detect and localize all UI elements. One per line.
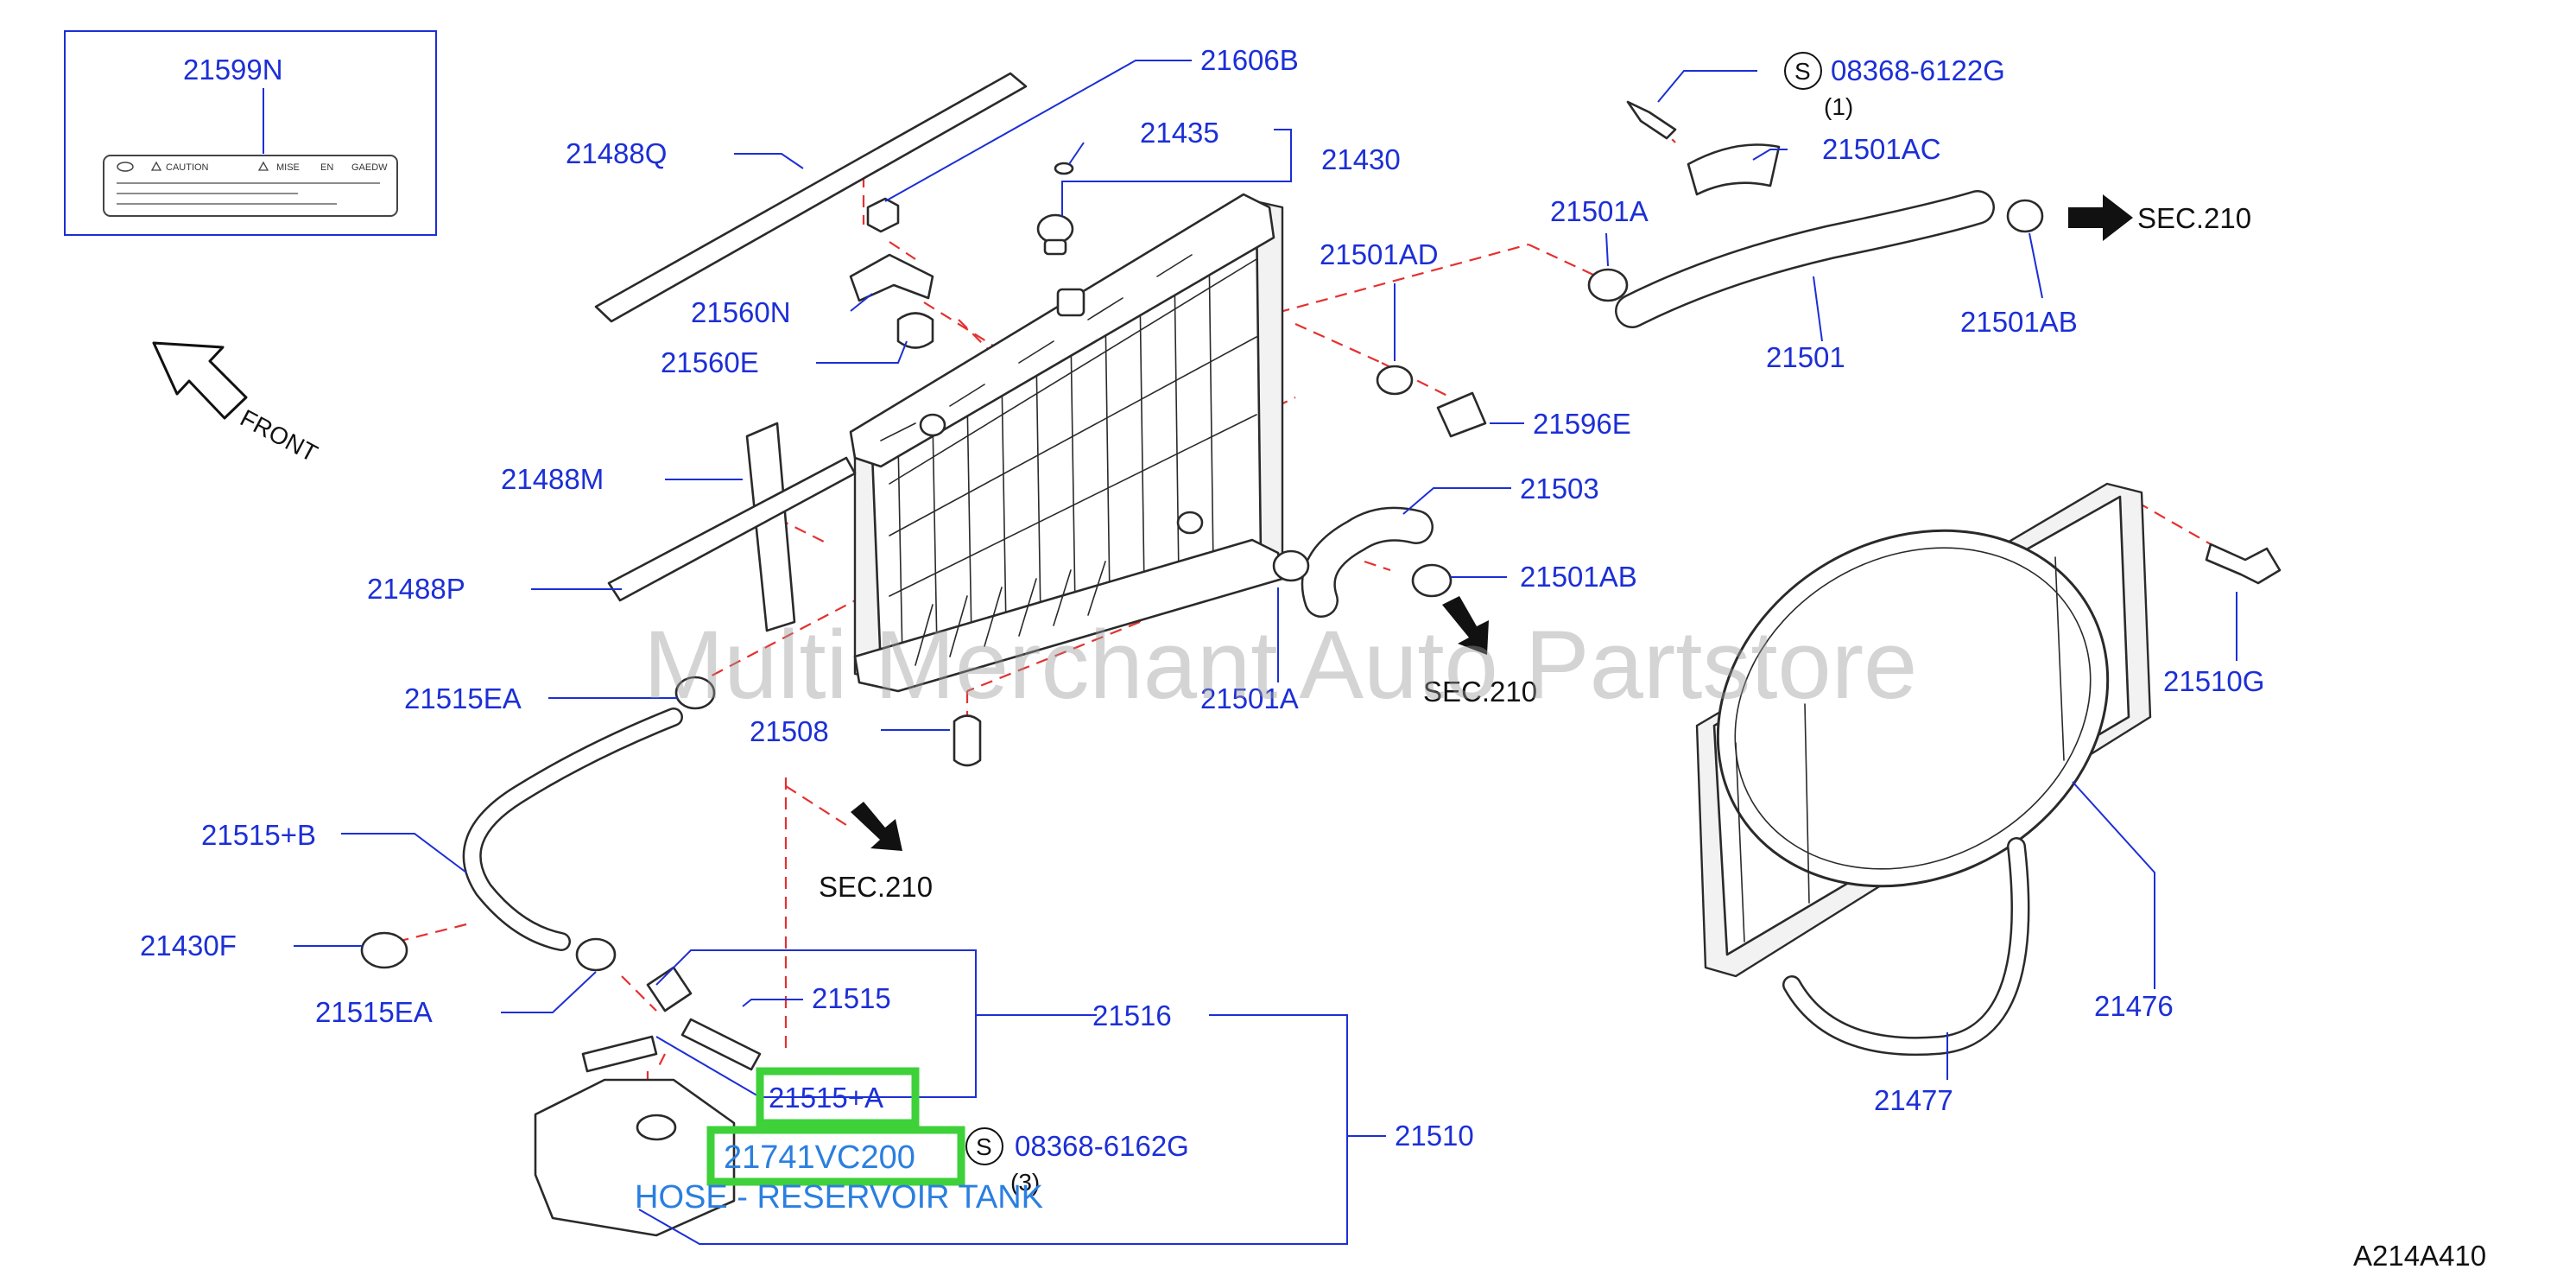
s-symbol-low-icon: S bbox=[965, 1127, 1003, 1165]
part-label-21501ab-mid[interactable]: 21501AB bbox=[1520, 561, 1637, 593]
part-label-21560e[interactable]: 21560E bbox=[661, 346, 759, 378]
part-label-21599n[interactable]: 21599N bbox=[183, 54, 283, 86]
part-label-21476[interactable]: 21476 bbox=[2094, 990, 2174, 1022]
watermark: Multi Merchant Auto Partstore bbox=[643, 611, 1917, 719]
part-label-08368-6122g[interactable]: 08368-6122G bbox=[1831, 54, 2005, 86]
part-label-21488p[interactable]: 21488P bbox=[367, 573, 465, 605]
part-label-21477[interactable]: 21477 bbox=[1874, 1084, 1953, 1116]
sticker-en-text: EN bbox=[320, 162, 333, 173]
part-label-21510[interactable]: 21510 bbox=[1395, 1120, 1474, 1152]
hose-21515[interactable] bbox=[680, 1018, 762, 1071]
part-label-21596e[interactable]: 21596E bbox=[1533, 408, 1631, 440]
part-label-21510g[interactable]: 21510G bbox=[2163, 665, 2264, 697]
reservoir-tank-21510[interactable] bbox=[534, 1078, 736, 1237]
s-symbol-top-icon: S bbox=[1784, 52, 1822, 90]
part-label-21435[interactable]: 21435 bbox=[1140, 117, 1219, 149]
hose-21501[interactable] bbox=[1615, 190, 1995, 328]
part-label-21488q[interactable]: 21488Q bbox=[566, 137, 667, 169]
sec210-label-top[interactable]: SEC.210 bbox=[2137, 202, 2251, 234]
highlight-21515a[interactable]: 21515+A bbox=[756, 1067, 920, 1127]
sticker-caution-text: CAUTION bbox=[166, 162, 209, 173]
part-label-21501ad[interactable]: 21501AD bbox=[1320, 238, 1439, 270]
bottom-seal-21488p[interactable] bbox=[607, 456, 857, 602]
clamp-21501ab-mid[interactable] bbox=[1411, 563, 1453, 598]
part-label-21501[interactable]: 21501 bbox=[1766, 341, 1845, 373]
hose-21515b[interactable] bbox=[462, 708, 683, 951]
clamp-21501ab-top[interactable] bbox=[2006, 199, 2044, 233]
part-label-08368-6162g[interactable]: 08368-6162G bbox=[1015, 1130, 1189, 1162]
part-labels: 21606B 21435 21430 21488Q 21560N 21560E … bbox=[140, 44, 2486, 1272]
part-label-21741vc200[interactable]: 21741VC200 bbox=[724, 1139, 915, 1176]
part-label-21430[interactable]: 21430 bbox=[1321, 143, 1401, 175]
hose-21503[interactable] bbox=[1301, 506, 1434, 618]
qty-label-1: (1) bbox=[1824, 93, 1853, 120]
part-label-21515ea-low[interactable]: 21515EA bbox=[315, 996, 433, 1028]
sec210-arrow-low-icon bbox=[851, 802, 902, 851]
clamp-21501ad[interactable] bbox=[1376, 365, 1414, 396]
highlight-21741vc200[interactable]: 21741VC200 bbox=[706, 1126, 965, 1186]
bolt-08368-6122g[interactable] bbox=[1626, 100, 1677, 140]
part-label-21515b[interactable]: 21515+B bbox=[201, 819, 316, 851]
part-label-21515ea-top[interactable]: 21515EA bbox=[404, 682, 522, 714]
clamp-21515ea-top[interactable] bbox=[674, 676, 716, 710]
part-label-21501ab-top[interactable]: 21501AB bbox=[1960, 306, 2078, 338]
svg-text:S: S bbox=[1794, 58, 1811, 85]
part-label-21501ac[interactable]: 21501AC bbox=[1822, 133, 1941, 165]
part-label-21516[interactable]: 21516 bbox=[1092, 1000, 1172, 1031]
hose-21515a[interactable] bbox=[581, 1035, 658, 1073]
sec210-label-mid[interactable]: SEC.210 bbox=[1423, 676, 1537, 708]
part-label-21488m[interactable]: 21488M bbox=[501, 463, 604, 495]
svg-text:S: S bbox=[976, 1133, 992, 1160]
qty-label-3: (3) bbox=[1010, 1169, 1040, 1196]
side-seal-21488m[interactable] bbox=[745, 422, 796, 632]
radiator-cap-21430[interactable] bbox=[1036, 162, 1074, 256]
leader-lines bbox=[294, 60, 2237, 1245]
radiator-core[interactable] bbox=[849, 193, 1284, 693]
sec210-label-low[interactable]: SEC.210 bbox=[819, 871, 933, 903]
cap-21596e[interactable] bbox=[1436, 391, 1487, 438]
bushing-21560e[interactable] bbox=[896, 312, 934, 349]
clamp-21501a-top[interactable] bbox=[1587, 268, 1629, 302]
hose-reservoir-tank-caption: HOSE - RESERVOIR TANK bbox=[635, 1179, 1043, 1215]
label-inset: 21599N CAUTION MISE EN GAEDW bbox=[64, 30, 437, 236]
part-label-21606b[interactable]: 21606B bbox=[1200, 44, 1299, 76]
clamp-21515ea-low[interactable] bbox=[575, 937, 617, 972]
part-label-21503[interactable]: 21503 bbox=[1520, 473, 1599, 505]
part-label-21501a-mid[interactable]: 21501A bbox=[1200, 682, 1299, 714]
mount-21508[interactable] bbox=[953, 714, 982, 767]
sec210-arrow-mid-icon bbox=[1442, 596, 1489, 655]
part-label-21515a[interactable]: 21515+A bbox=[769, 1082, 883, 1114]
top-seal-21488q[interactable] bbox=[594, 72, 1028, 323]
part-label-21515[interactable]: 21515 bbox=[812, 982, 891, 1014]
part-label-21430f[interactable]: 21430F bbox=[140, 930, 237, 962]
caution-sticker bbox=[103, 155, 398, 217]
fan-ring-21477[interactable] bbox=[1782, 837, 2030, 1057]
part-label-21560n[interactable]: 21560N bbox=[691, 296, 791, 328]
front-label: FRONT bbox=[236, 404, 322, 467]
drawing-number: A214A410 bbox=[2353, 1240, 2486, 1272]
nut-21606b[interactable] bbox=[866, 197, 900, 233]
warning-triangle-icon bbox=[150, 161, 269, 171]
fan-shroud-21476[interactable] bbox=[1653, 461, 2173, 978]
radiator-fins bbox=[889, 245, 1257, 662]
part-label-21508[interactable]: 21508 bbox=[750, 715, 829, 747]
clamp-21501a-mid[interactable] bbox=[1272, 549, 1310, 582]
sec210-arrow-top-icon bbox=[2068, 194, 2133, 241]
clamp-21430f[interactable] bbox=[360, 931, 408, 969]
part-label-21501a-top[interactable]: 21501A bbox=[1550, 195, 1649, 227]
sticker-mise-text: MISE bbox=[276, 162, 300, 173]
sticker-gaedw-text: GAEDW bbox=[351, 162, 388, 173]
bolt-21510g[interactable] bbox=[2205, 543, 2282, 585]
front-arrow-icon: FRONT bbox=[152, 341, 322, 467]
joint-21516[interactable] bbox=[646, 966, 693, 1012]
bracket-21560n[interactable] bbox=[849, 253, 934, 302]
